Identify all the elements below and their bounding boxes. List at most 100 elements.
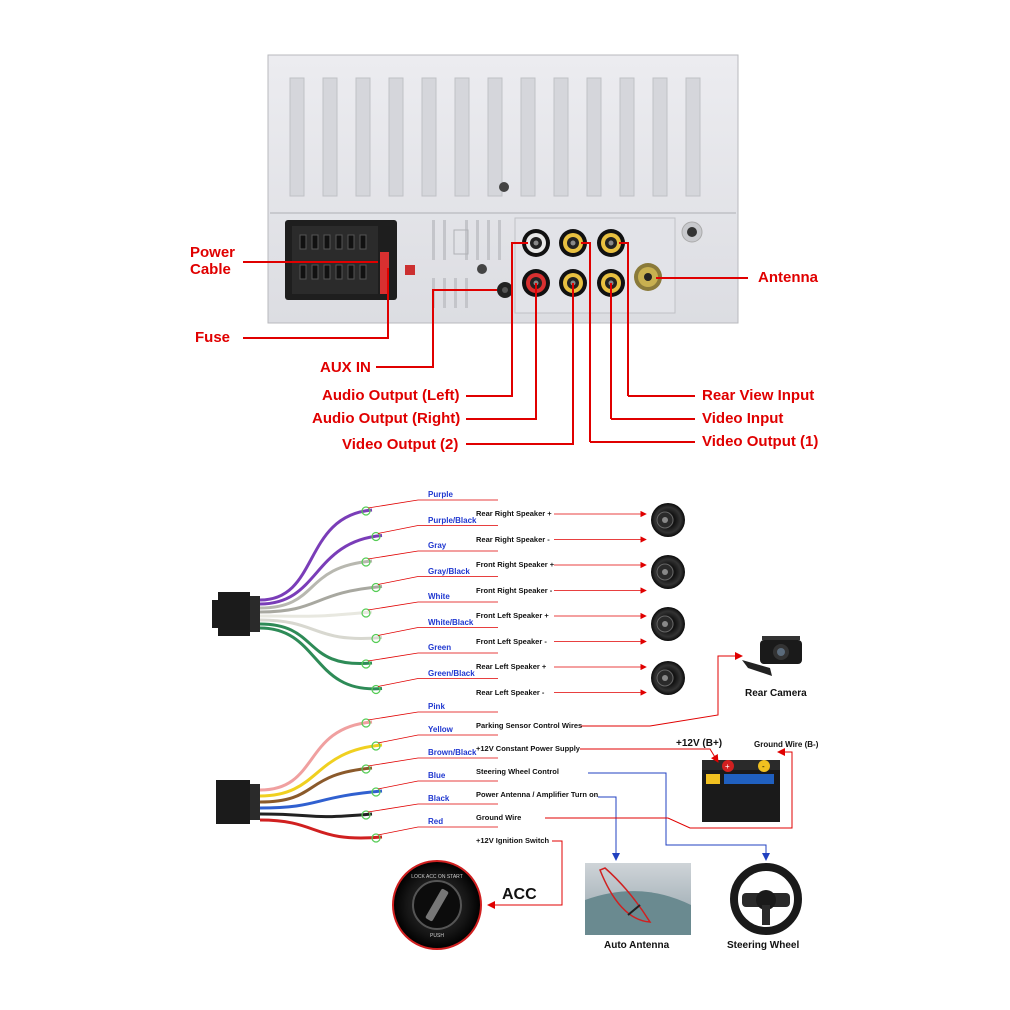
connector-pin [323,234,331,250]
connector-pin [347,264,355,280]
wire-function-label: Front Left Speaker - [476,636,547,646]
wire [259,508,373,602]
wire-color-label: Pink [428,702,445,711]
fin [553,77,569,197]
speaker-icons [651,503,685,695]
fin [487,77,503,197]
wire-color-label: Yellow [428,725,453,734]
fin [421,77,437,197]
label-video-out-2: Video Output (2) [342,436,459,453]
wire-color-label: Purple [428,490,453,499]
label-auto-antenna: Auto Antenna [604,940,670,951]
connector-pin [323,264,331,280]
top-callout-lines [243,242,748,445]
harness-1-connector [212,592,260,636]
wire-color-label: Gray [428,541,447,550]
fin [685,77,701,197]
label-fuse: Fuse [195,329,231,346]
battery-icon: + - [702,760,780,822]
wire-color-label: Blue [428,771,446,780]
wire-color-label: Green/Black [428,668,475,678]
harness-2-connector [216,780,260,824]
wire-marker [371,582,381,593]
wire-color-label: White [428,592,450,601]
wire [259,585,383,614]
wire-function-label: Steering Wheel Control [476,767,559,776]
wire-color-label: White/Black [428,617,474,627]
wire-marker [361,764,371,774]
leader-line [367,601,498,611]
wire-function-label: Ground Wire [476,813,522,822]
svg-text:+: + [725,762,730,771]
fin [520,77,536,197]
power-connector [285,220,415,300]
wire-function-label: Parking Sensor Control Wires [476,721,583,730]
wire [259,626,383,691]
wire-color-label: Gray/Black [428,566,470,576]
wire [259,766,373,804]
wire-function-label: Rear Left Speaker - [476,687,545,697]
fin [289,77,305,197]
wire-marker [361,557,371,567]
wire-color-label: Brown/Black [428,748,477,757]
wire [259,618,383,640]
wire-marker [371,531,381,542]
harness-2-wires [259,711,498,843]
ignition-push-text: PUSH [430,933,444,939]
label-power-cable-2: Cable [190,261,231,278]
wire-color-label: Purple/Black [428,515,477,525]
svg-text:-: - [762,762,765,771]
steering-wheel-icon [725,863,807,935]
wire [259,720,373,792]
label-steering-wheel: Steering Wheel [727,940,800,951]
wire-marker [371,684,381,695]
wire-color-label: Green [428,643,452,652]
wire-marker [371,787,381,797]
label-rear-view-input: Rear View Input [702,387,815,404]
wire [259,622,373,666]
wire-function-label: +12V Constant Power Supply [476,744,580,753]
label-ground-wire-b: Ground Wire (B-) [754,740,819,749]
connector-pin [359,264,367,280]
wire-function-label: Front Right Speaker + [476,560,555,569]
ignition-face-text: LOCK ACC ON START [411,874,463,880]
label-audio-right: Audio Output (Right) [312,410,461,427]
leader-line [367,499,498,509]
harness-1-wires [259,499,647,696]
connector-pin [299,234,307,250]
leader-line [377,678,498,687]
leader-line [377,826,498,836]
label-video-input: Video Input [702,410,784,427]
leader-line [377,780,498,790]
speaker-dust-cap [662,569,668,575]
rear-camera-icon [742,636,802,676]
connector-pin [335,264,343,280]
connector-pin [335,234,343,250]
wire [259,812,373,819]
wire-function-label: Rear Right Speaker - [476,534,550,544]
leader-line [377,627,498,636]
leader-line [377,734,498,744]
wire-function-label: Front Left Speaker + [476,611,549,620]
wire-function-label: Front Right Speaker - [476,585,553,595]
leader-line [377,525,498,534]
label-rear-camera: Rear Camera [745,688,807,699]
wire-function-label: Rear Left Speaker + [476,662,547,671]
label-video-out-1: Video Output (1) [702,433,819,450]
label-acc: ACC [502,886,537,903]
label-audio-left: Audio Output (Left) [322,387,460,404]
wire-function-label: Rear Right Speaker + [476,509,552,518]
leader-line [367,803,498,813]
wire-function-label: +12V Ignition Switch [476,836,550,845]
wire-marker [361,718,371,728]
fin [652,77,668,197]
wire-function-label: Power Antenna / Amplifier Turn on [476,790,599,799]
connector-pin [359,234,367,250]
fin [388,77,404,197]
leader-line [367,711,498,721]
wire [259,559,373,610]
leader-line [377,576,498,585]
speaker-dust-cap [662,517,668,523]
wire-marker [371,633,381,644]
